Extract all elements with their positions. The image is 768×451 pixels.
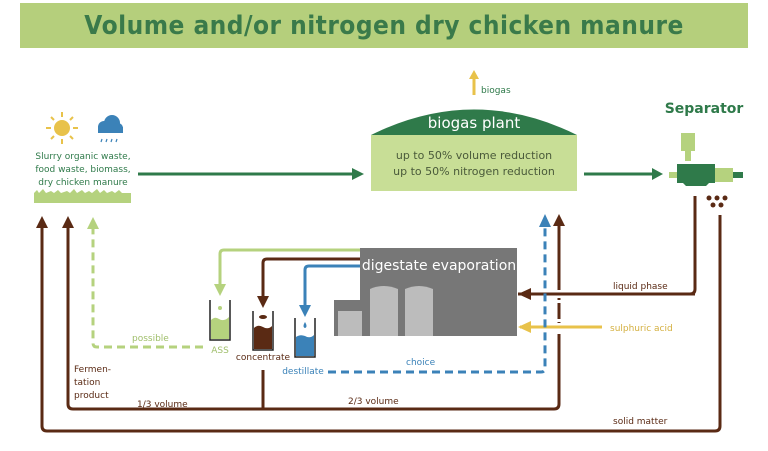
biogas-label: biogas xyxy=(481,86,511,96)
biogas-plant-title: biogas plant xyxy=(428,114,521,132)
destillate-label: destillate xyxy=(282,367,324,377)
two-thirds-volume-label: 2/3 volume xyxy=(348,397,399,407)
ass-container-icon xyxy=(209,300,231,341)
page-title: Volume and/or nitrogen dry chicken manur… xyxy=(84,10,684,41)
biogas-plant-dome xyxy=(371,109,577,135)
fermentation-product-flow xyxy=(66,225,561,411)
evaporation-title: digestate evaporation xyxy=(362,258,516,274)
source-line: Slurry organic waste, xyxy=(35,152,130,162)
biogas-plant-line: up to 50% nitrogen reduction xyxy=(393,165,555,178)
choice-flow xyxy=(328,226,547,374)
svg-text:Fermen-: Fermen- xyxy=(74,365,111,375)
one-third-volume-label: 1/3 volume xyxy=(137,400,188,410)
rain-cloud-icon xyxy=(98,115,123,143)
biogas-plant-line: up to 50% volume reduction xyxy=(396,149,552,162)
sulphuric-acid-label: sulphuric acid xyxy=(610,324,673,334)
concentrate-container-icon xyxy=(252,311,274,351)
digestate-evaporation-unit: digestate evaporation xyxy=(334,248,517,336)
liquid-phase-label: liquid phase xyxy=(613,282,668,292)
solid-matter-label: solid matter xyxy=(613,417,668,427)
possible-label: possible xyxy=(132,334,169,344)
grass-icon xyxy=(34,189,131,203)
separator-icon xyxy=(669,133,743,186)
biogas-plant-body xyxy=(371,135,577,191)
choice-label: choice xyxy=(406,358,436,368)
concentrate-flow xyxy=(261,257,360,297)
svg-text:tation: tation xyxy=(74,378,100,388)
separator-title: Separator xyxy=(665,101,744,117)
biogas-plant: biogas plant up to 50% volume reduction … xyxy=(371,109,577,191)
source-line: dry chicken manure xyxy=(38,178,128,188)
solid-matter-flow xyxy=(40,215,722,433)
solid-particles-icon xyxy=(706,195,728,208)
fermentation-product-label: Fermen- tation product xyxy=(74,365,111,401)
title-banner: Volume and/or nitrogen dry chicken manur… xyxy=(20,3,748,48)
destillate-flow xyxy=(303,264,360,306)
ass-flow xyxy=(218,248,360,285)
sun-icon xyxy=(46,112,78,144)
svg-text:product: product xyxy=(74,391,109,401)
concentrate-label: concentrate xyxy=(236,353,291,363)
possible-flow xyxy=(91,228,203,349)
source-text: Slurry organic waste, food waste, biomas… xyxy=(35,152,130,188)
source-line: food waste, biomass, xyxy=(35,165,130,175)
biogas-output-arrow xyxy=(469,70,479,95)
destillate-container-icon xyxy=(294,318,316,358)
ass-label: ASS xyxy=(211,346,229,356)
liquid-phase-flow xyxy=(528,196,697,296)
